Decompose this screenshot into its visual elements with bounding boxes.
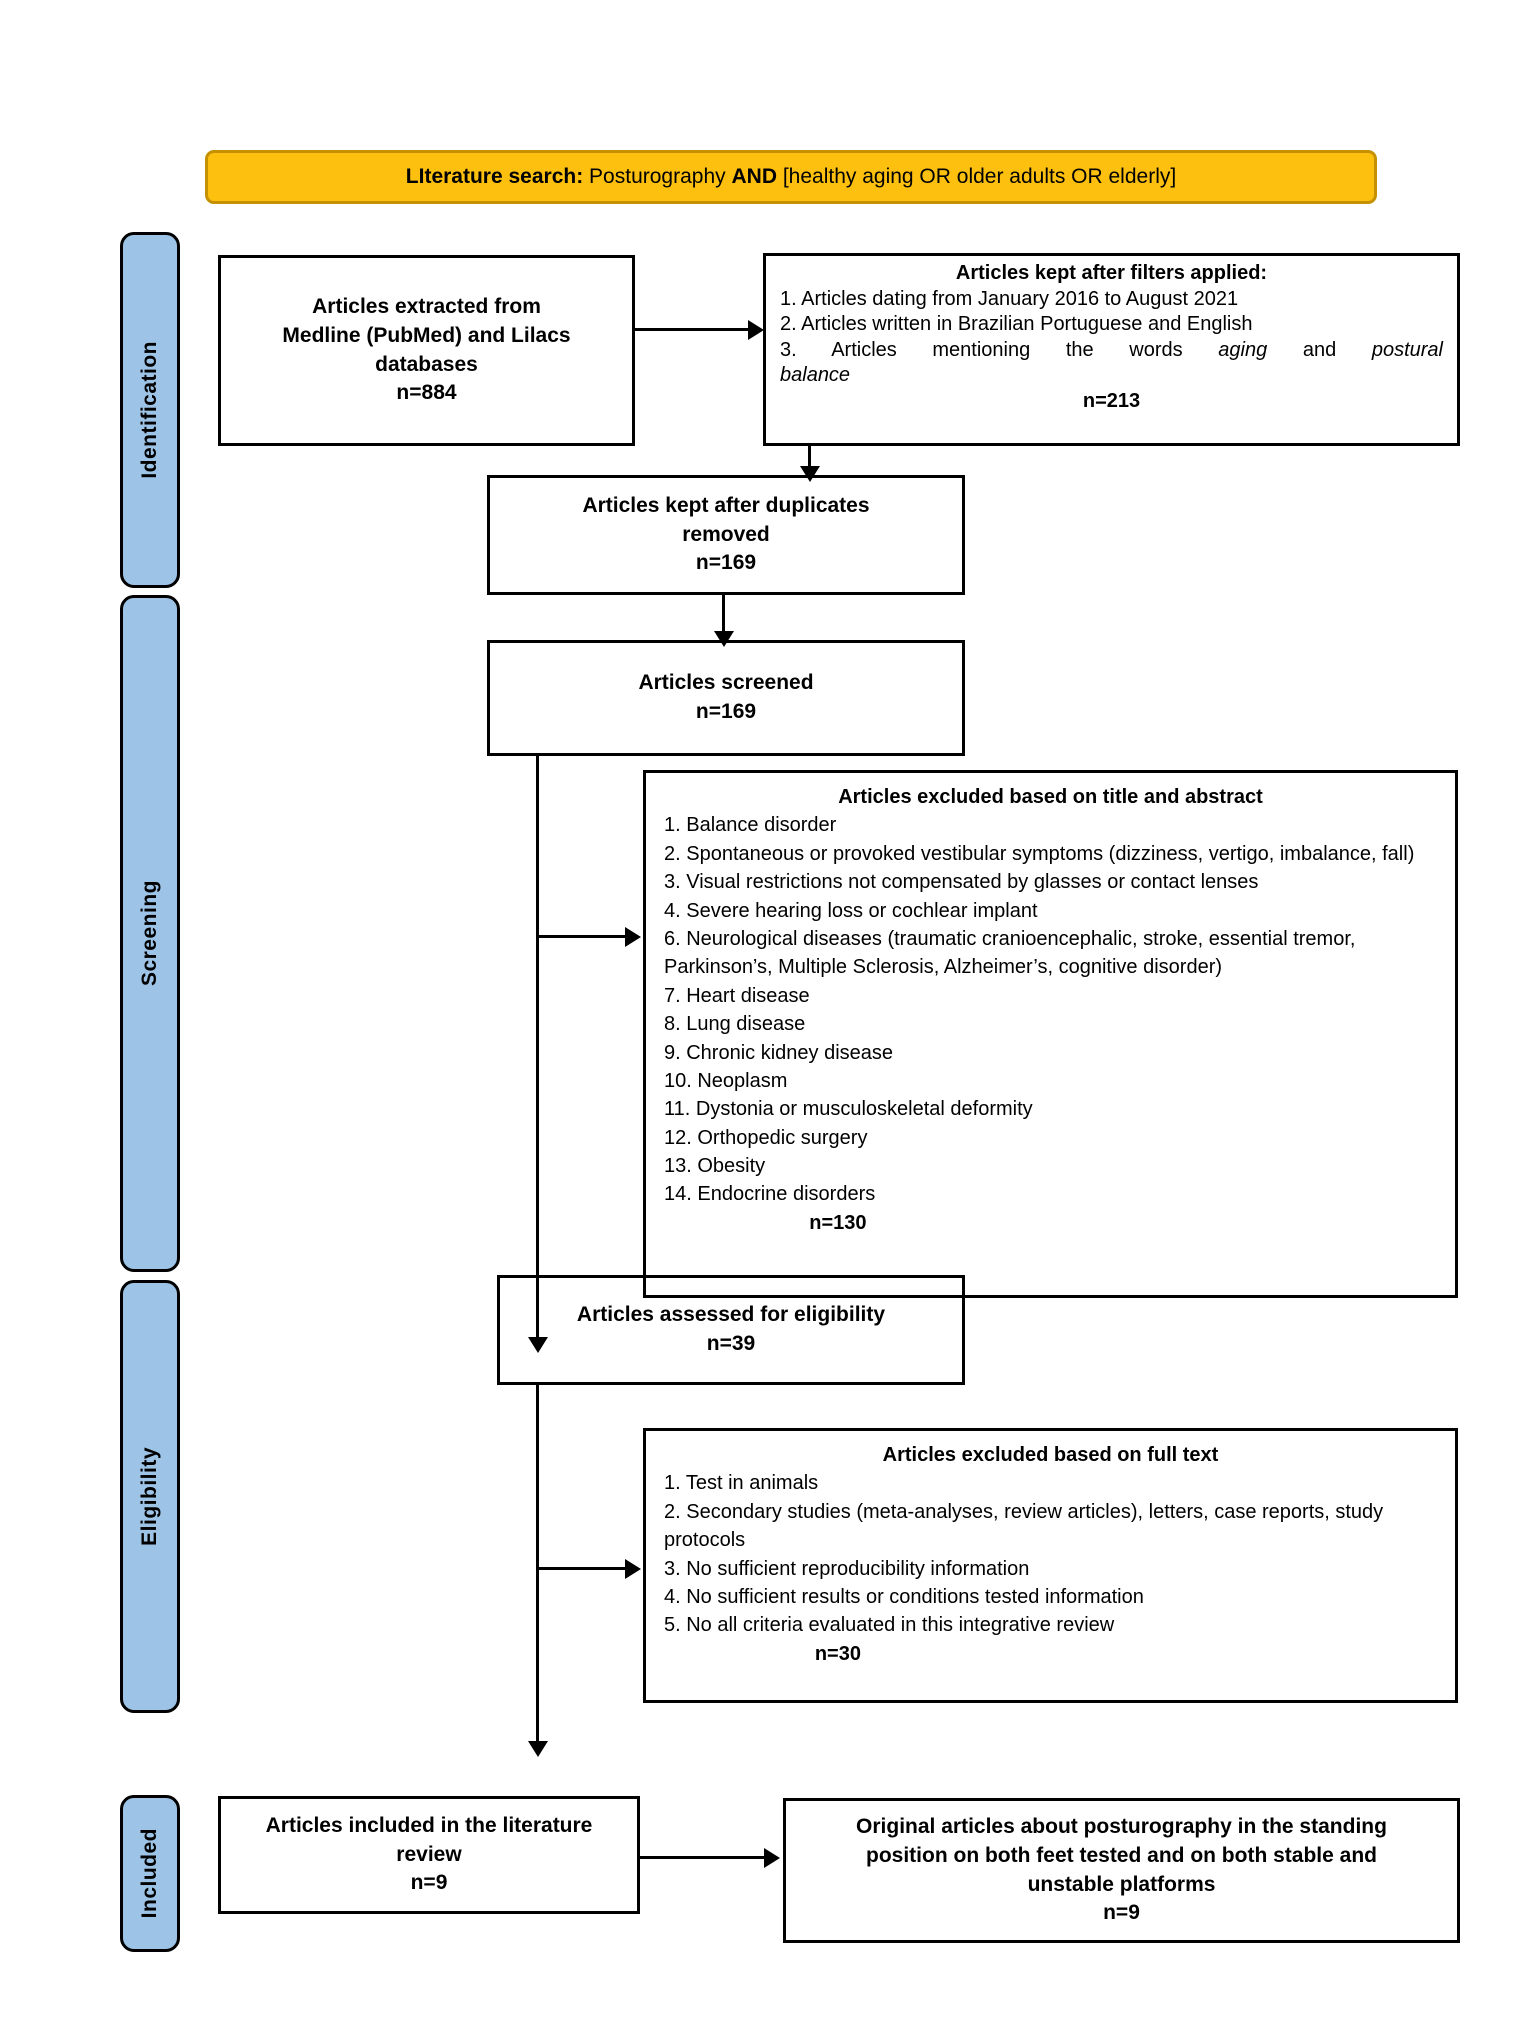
filters-item-2: 2. Articles written in Brazilian Portugu… <box>780 313 1253 336</box>
excluded1-item: 14. Endocrine disorders <box>664 1183 876 1206</box>
stage-identification: Identification <box>120 232 180 588</box>
duplicates-count: n=169 <box>695 551 757 575</box>
arrow-assessed-to-included-head <box>528 1741 548 1757</box>
assessed-line1: Articles assessed for eligibility <box>576 1303 886 1327</box>
stage-included-label: Included <box>138 1828 161 1919</box>
extracted-count: n=884 <box>396 381 457 405</box>
arrow-assessed-to-included-line <box>536 1385 539 1743</box>
original-line1: Original articles about posturography in… <box>856 1815 1387 1839</box>
box-articles-screened: Articles screened n=169 <box>487 640 965 756</box>
filters-count: n=213 <box>1082 389 1141 412</box>
excluded2-item: 2. Secondary studies (meta-analyses, rev… <box>664 1500 1384 1552</box>
box-excluded-title-abstract: Articles excluded based on title and abs… <box>643 770 1458 1298</box>
excluded1-item: 7. Heart disease <box>664 984 810 1007</box>
excluded2-item: 3. No sufficient reproducibility informa… <box>664 1557 1030 1580</box>
arrow-duplicates-to-screened-line <box>722 593 725 633</box>
excluded1-item: 2. Spontaneous or provoked vestibular sy… <box>664 842 1415 865</box>
filters-item-3-wrap: balance <box>780 364 851 387</box>
screened-count: n=169 <box>695 700 757 723</box>
included-line1: Articles included in the literature <box>265 1814 593 1838</box>
arrow-filters-to-duplicates-line <box>808 446 811 468</box>
excluded1-count: n=130 <box>809 1211 867 1234</box>
banner-query-and: AND <box>731 165 777 188</box>
arrow-branch-to-excluded1-line <box>537 935 627 938</box>
box-duplicates-removed: Articles kept after duplicates removed n… <box>487 475 965 595</box>
excluded1-title: Articles excluded based on title and abs… <box>838 786 1263 808</box>
arrow-included-to-original-head <box>764 1848 780 1868</box>
excluded1-item: 4. Severe hearing loss or cochlear impla… <box>664 899 1038 922</box>
arrow-branch-to-excluded1-head <box>625 927 641 947</box>
box-included-review: Articles included in the literature revi… <box>218 1796 640 1914</box>
excluded2-count: n=30 <box>814 1642 861 1665</box>
filters-item-3: 3. Articles mentioning the words aging a… <box>780 338 1443 361</box>
box-articles-extracted: Articles extracted from Medline (PubMed)… <box>218 255 635 446</box>
excluded2-item: 5. No all criteria evaluated in this int… <box>664 1614 1115 1637</box>
included-count: n=9 <box>410 1871 448 1895</box>
excluded1-item: 11. Dystonia or musculoskeletal deformit… <box>664 1098 1033 1121</box>
arrow-screened-to-assessed-head <box>528 1337 548 1353</box>
original-line3: unstable platforms <box>1027 1872 1216 1896</box>
box-excluded-full-text: Articles excluded based on full text 1. … <box>643 1428 1458 1703</box>
extracted-line3: databases <box>375 352 478 376</box>
original-count: n=9 <box>1103 1901 1140 1925</box>
filters-title: Articles kept after filters applied: <box>955 262 1268 284</box>
stage-identification-label: Identification <box>138 341 161 479</box>
arrow-filters-to-duplicates-head <box>800 466 820 482</box>
excluded1-item: 3. Visual restrictions not compensated b… <box>664 871 1259 894</box>
included-line2: review <box>396 1842 462 1866</box>
arrow-extracted-to-filters-head <box>748 320 764 340</box>
assessed-count: n=39 <box>706 1332 756 1355</box>
excluded1-item: 9. Chronic kidney disease <box>664 1041 894 1064</box>
arrow-extracted-to-filters-line <box>635 328 750 331</box>
arrow-included-to-original-line <box>640 1856 766 1859</box>
excluded1-item: 12. Orthopedic surgery <box>664 1126 868 1149</box>
stage-screening: Screening <box>120 595 180 1272</box>
excluded1-item: 8. Lung disease <box>664 1013 806 1036</box>
duplicates-line1: Articles kept after duplicates <box>582 494 870 518</box>
extracted-line1: Articles extracted from <box>312 295 541 319</box>
stage-eligibility: Eligibility <box>120 1280 180 1713</box>
stage-screening-label: Screening <box>138 880 161 987</box>
banner-query-post: [healthy aging OR older adults OR elderl… <box>782 165 1177 188</box>
excluded2-title: Articles excluded based on full text <box>882 1444 1219 1466</box>
arrow-screened-to-assessed-line <box>536 755 539 1339</box>
excluded1-item: 1. Balance disorder <box>664 814 837 837</box>
excluded1-item: 6. Neurological diseases (traumatic cran… <box>664 927 1356 979</box>
banner-label: LIterature search: <box>405 165 584 188</box>
arrow-duplicates-to-screened-head <box>714 631 734 647</box>
extracted-line2: Medline (PubMed) and Lilacs <box>282 323 571 347</box>
excluded2-item: 4. No sufficient results or conditions t… <box>664 1585 1144 1608</box>
excluded2-item: 1. Test in animals <box>664 1472 819 1495</box>
literature-search-banner: LIterature search: Posturography AND [he… <box>205 150 1377 204</box>
original-line2: position on both feet tested and on both… <box>866 1843 1377 1867</box>
arrow-branch-to-excluded2-head <box>625 1559 641 1579</box>
filters-item-1: 1. Articles dating from January 2016 to … <box>780 287 1239 310</box>
box-filters-applied: Articles kept after filters applied: 1. … <box>763 253 1460 446</box>
excluded1-item: 10. Neoplasm <box>664 1069 788 1092</box>
box-assessed-eligibility: Articles assessed for eligibility n=39 <box>497 1275 965 1385</box>
screened-line1: Articles screened <box>638 671 814 695</box>
box-original-articles: Original articles about posturography in… <box>783 1798 1460 1943</box>
stage-included: Included <box>120 1795 180 1952</box>
arrow-branch-to-excluded2-line <box>537 1567 627 1570</box>
excluded1-item: 13. Obesity <box>664 1155 766 1178</box>
stage-eligibility-label: Eligibility <box>138 1447 161 1546</box>
duplicates-line2: removed <box>682 522 770 546</box>
banner-query-pre: Posturography <box>589 165 726 188</box>
